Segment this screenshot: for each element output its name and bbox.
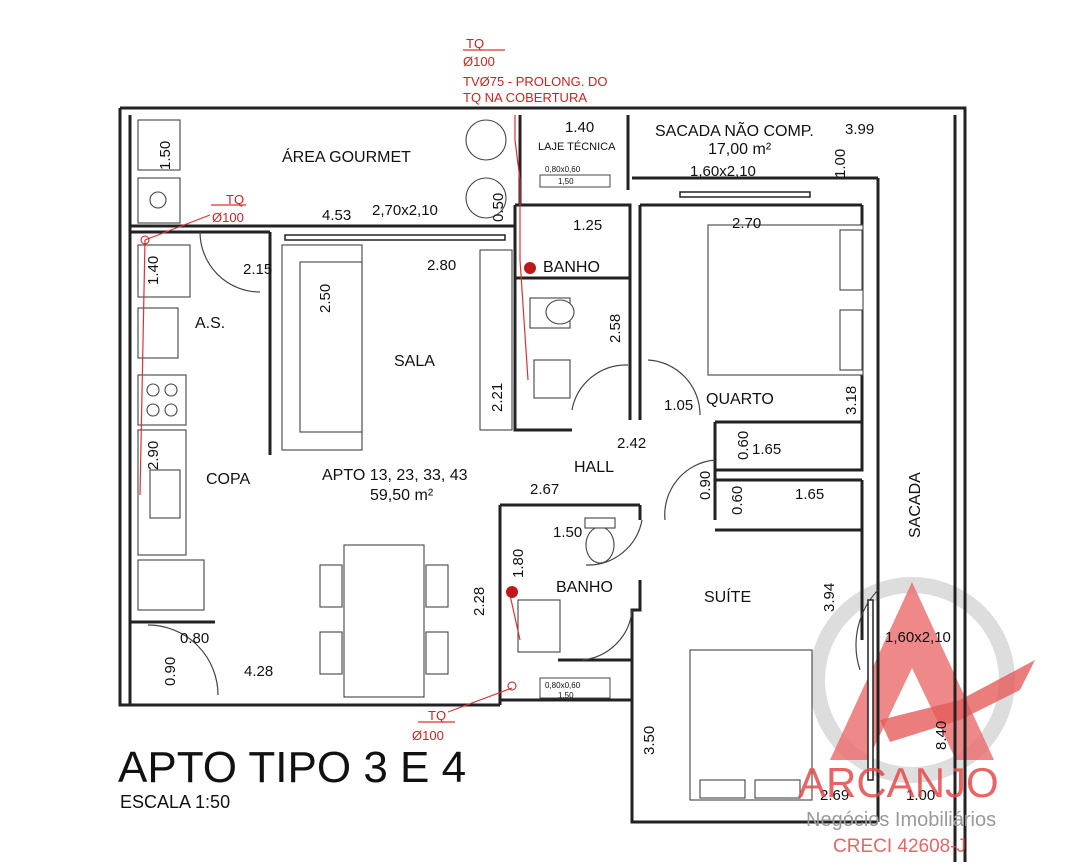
pipe-label-tq-top: TQ [466,36,484,51]
furniture [137,119,864,801]
room-label-suite: SUÍTE [704,587,751,606]
dim-0-90-hall: 0.90 [697,471,714,500]
room-label-hall: HALL [574,459,614,476]
watermark-logo [809,577,1035,783]
dim-2-69: 2.69 [820,787,849,804]
watermark-brand: ARCANJO [798,759,999,806]
dim-3-18: 3.18 [843,386,860,415]
room-area-sacada: 17,00 m² [708,141,772,158]
dim-1-40-top: 1.40 [565,119,594,136]
windows [284,174,874,781]
dim-2-21: 2.21 [489,383,506,412]
dim-1-65-a: 1.65 [752,441,781,458]
room-label-laje-tecnica: LAJE TÉCNICA [538,140,616,153]
dim-2-80: 2.80 [427,257,456,274]
dim-2-42: 2.42 [617,435,646,452]
dim-1-00-bottom: 1.00 [906,787,935,804]
dim-2-58: 2.58 [607,314,624,343]
dim-3-50: 3.50 [641,726,658,755]
room-label-copa: COPA [206,471,250,488]
dim-0-60-b: 0.60 [729,486,746,515]
dim-0-50: 0.50 [490,193,507,222]
pipe-label-tq-left: TQ [226,192,244,207]
room-label-banho-1: BANHO [543,259,600,276]
dim-2-90: 2.90 [145,441,162,470]
dim-1-50: 1.50 [157,141,174,170]
dim-2-67: 2.67 [530,481,559,498]
plan-scale: ESCALA 1:50 [120,792,230,812]
pipe-note-line-2: TQ NA COBERTURA [463,90,587,105]
dim-1-65-b: 1.65 [795,486,824,503]
dim-3-94: 3.94 [821,583,838,612]
dim-2-28: 2.28 [471,587,488,616]
dim-8-40: 8.40 [933,721,950,750]
room-label-sacada: SACADA [907,472,924,538]
pipe-label-dia-left: Ø100 [212,210,244,225]
unit-label: APTO 13, 23, 33, 43 [322,467,468,484]
dim-1-05: 1.05 [664,397,693,414]
dim-0-80: 0.80 [180,630,209,647]
dimension-labels: 1.50 1.40 3.99 1.00 1,60x2,10 0.50 4.53 … [145,119,951,804]
room-label-sala: SALA [394,353,435,370]
dim-2-15: 2.15 [243,261,272,278]
pipe-label-dia-bottom: Ø100 [412,728,444,743]
door-swings [147,231,879,696]
pipe-label-tq-bottom: TQ [428,708,446,723]
dim-3-99: 3.99 [845,121,874,138]
pipe-label-dia-top: Ø100 [463,54,495,69]
dim-0-80x0-60-top: 0,80x0,60 [545,165,581,174]
dim-2-70: 2.70 [732,215,761,232]
dim-4-28: 4.28 [244,663,273,680]
dim-0-80x0-60-bottom: 0,80x0,60 [545,681,581,690]
pipe-lines [139,49,536,723]
dim-1-50-small-top: 1,50 [558,177,574,186]
pipe-notes: TQ Ø100 TVØ75 - PROLONG. DO TQ NA COBERT… [212,36,607,743]
room-labels: ÁREA GOURMET SALA A.S. COPA HALL BANHO B… [195,120,924,606]
dim-1-40-as: 1.40 [145,256,162,285]
plan-title: APTO TIPO 3 E 4 [118,743,466,792]
dim-1-60x2-10-top: 1,60x2,10 [690,163,756,180]
dim-1-50-banho: 1.50 [553,524,582,541]
dim-0-60-a: 0.60 [735,431,752,460]
room-label-sacada-nao-comp: SACADA NÃO COMP. [655,120,814,140]
room-label-quarto: QUARTO [706,391,774,408]
room-label-banho-2: BANHO [556,579,613,596]
unit-area: 59,50 m² [370,487,434,504]
dim-4-53: 4.53 [322,207,351,224]
pipe-note-line-1: TVØ75 - PROLONG. DO [463,74,607,89]
dim-1-60x2-10-right: 1,60x2,10 [885,629,951,646]
dim-1-25: 1.25 [573,217,602,234]
dim-2-70x2-10: 2,70x2,10 [372,202,438,219]
dim-1-00-right: 1.00 [832,149,849,178]
dim-0-90-copa: 0.90 [162,657,179,686]
room-label-area-gourmet: ÁREA GOURMET [282,147,411,166]
watermark-creci: CRECI 42608-J [833,836,966,857]
dim-1-50-small-bottom: 1,50 [558,691,574,700]
dim-1-80: 1.80 [510,549,527,578]
dim-2-50: 2.50 [317,284,334,313]
room-label-as: A.S. [195,315,225,332]
watermark-tagline: Negócios Imobiliários [806,809,996,831]
